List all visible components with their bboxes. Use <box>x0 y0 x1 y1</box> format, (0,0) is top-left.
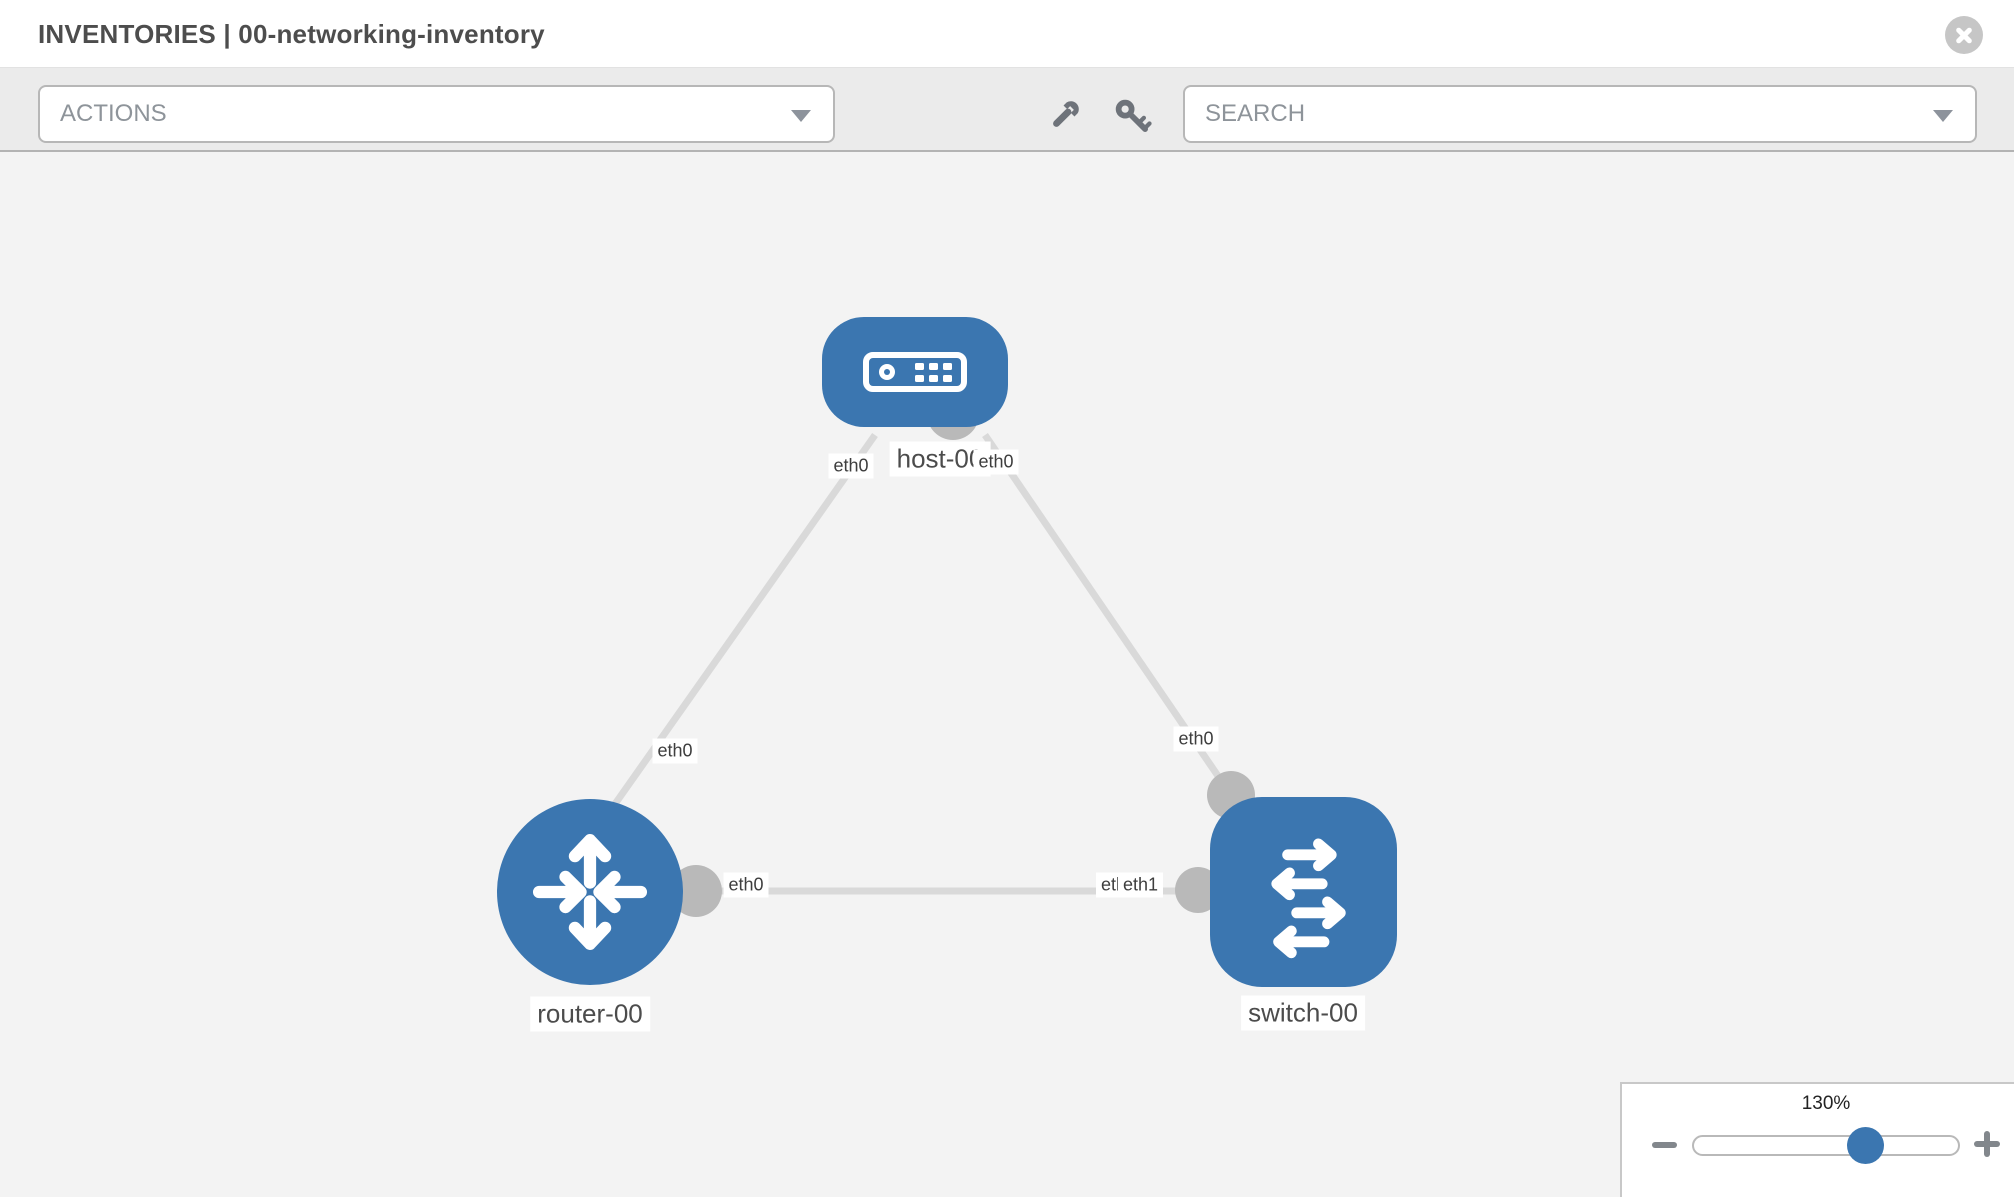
zoom-level: 130% <box>1801 1093 1851 1114</box>
router-icon <box>532 834 648 950</box>
connector-router-right[interactable] <box>670 865 722 917</box>
if-label-router-mid: eth0 <box>723 872 769 898</box>
switch-icon <box>1270 838 1346 959</box>
chevron-down-icon <box>791 110 811 122</box>
node-label-router[interactable]: router-00 <box>530 996 650 1032</box>
search-dropdown[interactable]: SEARCH <box>1183 85 1977 143</box>
zoom-in-button[interactable] <box>1974 1131 2000 1157</box>
search-placeholder: SEARCH <box>1205 100 1306 127</box>
node-router-00[interactable] <box>497 799 683 985</box>
wrench-icon[interactable] <box>1046 94 1086 134</box>
node-host-00[interactable] <box>822 317 1008 427</box>
zoom-slider-track[interactable] <box>1692 1135 1960 1156</box>
header: INVENTORIES | 00-networking-inventory <box>0 0 2014 68</box>
host-icon <box>863 352 967 392</box>
actions-dropdown[interactable]: ACTIONS <box>38 85 835 143</box>
key-icon[interactable] <box>1112 96 1152 136</box>
topology-canvas[interactable]: host-00 router-00 switch-00 eth0 eth0 et… <box>0 152 2014 1197</box>
close-icon[interactable] <box>1945 16 1983 54</box>
chevron-down-icon <box>1933 110 1953 122</box>
if-label-router-upper: eth0 <box>652 738 698 764</box>
zoom-panel: 130% <box>1620 1082 2014 1197</box>
links-layer <box>590 388 1303 917</box>
toolbar: ACTIONS SEARCH <box>0 68 2014 152</box>
connector-switch-left[interactable] <box>1175 867 1221 913</box>
page-title: INVENTORIES | 00-networking-inventory <box>38 19 545 49</box>
if-label-host-left: eth0 <box>828 453 874 479</box>
node-label-switch[interactable]: switch-00 <box>1241 995 1365 1031</box>
if-label-switch-upper: eth0 <box>1173 726 1219 752</box>
node-switch-00[interactable] <box>1210 797 1397 987</box>
zoom-out-button[interactable] <box>1652 1142 1677 1148</box>
zoom-slider-thumb[interactable] <box>1847 1127 1884 1164</box>
if-label-host-right: eth0 <box>973 449 1019 475</box>
actions-dropdown-label: ACTIONS <box>60 100 167 127</box>
if-label-switch-mid-front: eth1 <box>1118 872 1164 898</box>
